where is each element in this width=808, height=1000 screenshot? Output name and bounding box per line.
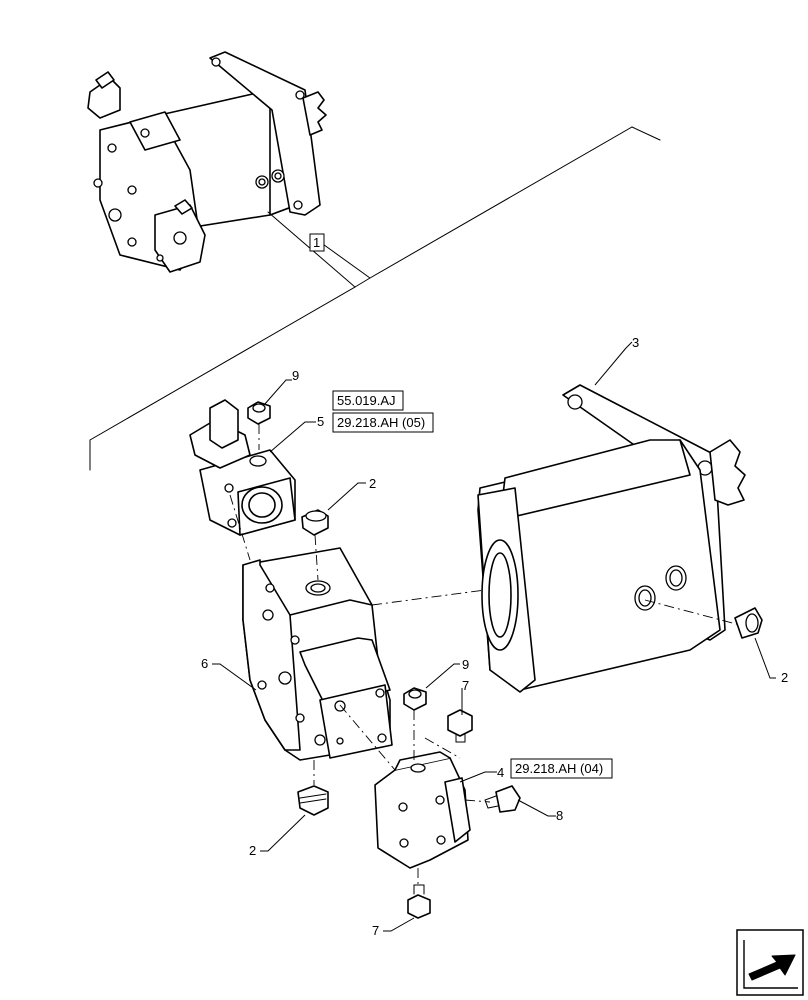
callout-7-top: 7 [462, 678, 469, 693]
callout-2-top: 2 [369, 476, 376, 491]
bolt-part-7-top [447, 709, 473, 743]
hydraulic-motor-part-3 [477, 384, 746, 693]
callout-2-right: 2 [781, 670, 788, 685]
callout-5: 5 [317, 414, 324, 429]
plug-part-2-bottom [297, 785, 329, 816]
callout-1: 1 [313, 235, 320, 250]
reference-29-218-ah-05[interactable]: 29.218.AH (05) [337, 415, 425, 430]
next-page-arrow-icon[interactable] [736, 929, 804, 996]
callout-box-1 [309, 233, 325, 252]
callout-3: 3 [632, 335, 639, 350]
callout-4: 4 [497, 765, 504, 780]
callout-8: 8 [556, 808, 563, 823]
bolt-part-7-bottom [407, 884, 431, 919]
reference-boxes: 55.019.AJ 29.218.AH (05) 29.218.AH (04) [332, 390, 613, 779]
callout-6: 6 [201, 656, 208, 671]
plug-part-2-right [734, 607, 763, 639]
callout-7-bottom: 7 [372, 923, 379, 938]
callout-9-middle: 9 [462, 657, 469, 672]
plug-part-2-top [301, 509, 329, 536]
reference-29-218-ah-04[interactable]: 29.218.AH (04) [515, 761, 603, 776]
solenoid-valve-part-5 [189, 399, 296, 536]
screw-part-9-middle [403, 687, 427, 711]
callout-9-top: 9 [292, 368, 299, 383]
reference-55-019-aj[interactable]: 55.019.AJ [337, 393, 396, 408]
assembly-centerlines [229, 424, 741, 885]
valve-block-part-6 [242, 547, 393, 761]
leader-lines [212, 341, 776, 932]
screw-part-8 [484, 785, 521, 813]
motor-assembly-overview [87, 51, 327, 273]
pressure-valve-part-4 [374, 751, 471, 869]
callout-labels: 1 9 5 2 3 6 9 7 4 8 2 7 2 [201, 233, 788, 938]
screw-part-9-top [247, 401, 271, 425]
callout-2-bottom: 2 [249, 843, 256, 858]
